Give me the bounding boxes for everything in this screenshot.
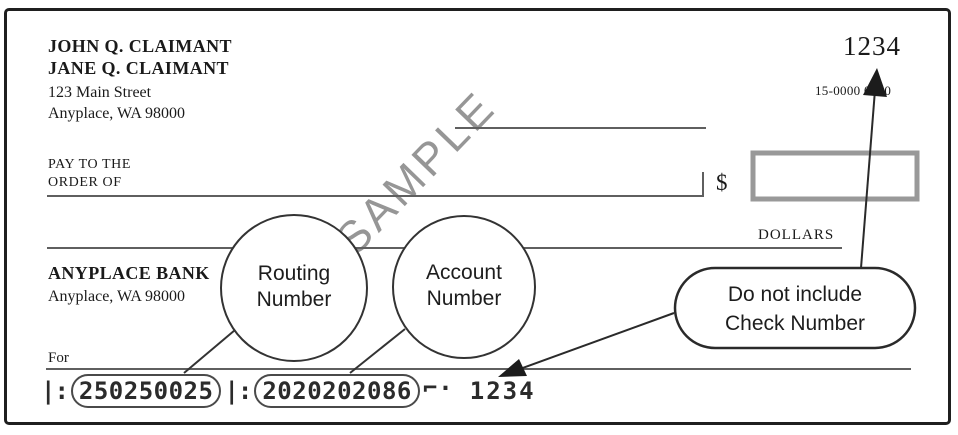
routing-callout-label: Routing Number (219, 261, 369, 313)
note-label-line1: Do not include (727, 283, 863, 306)
pay-to-label-line1: PAY TO THE (48, 157, 132, 172)
payer-address-2: Anyplace, WA 98000 (48, 105, 186, 122)
micr-routing-number: 250250025 (70, 374, 222, 408)
payer-name-1: JOHN Q. CLAIMANT (48, 36, 232, 56)
account-callout-label: Account Number (389, 260, 539, 312)
micr-transit-symbol-2: |: (224, 377, 252, 405)
routing-label-line1: Routing (257, 262, 331, 285)
account-label-line1: Account (426, 261, 502, 284)
figure-border (4, 8, 951, 425)
micr-on-us-symbol: ⌐· (422, 374, 454, 402)
pay-to-label-line2: ORDER OF (48, 175, 122, 190)
micr-line: |: 250250025 |: 2020202086 ⌐· 1234 (38, 374, 536, 408)
note-callout-label: Do not include Check Number (676, 280, 914, 338)
micr-check-number: 1234 (469, 377, 536, 405)
dollar-sign: $ (716, 170, 728, 195)
micr-account-number: 2020202086 (254, 374, 420, 408)
dollars-label: DOLLARS (758, 227, 835, 243)
memo-label: For (48, 350, 69, 366)
note-label-line2: Check Number (724, 312, 866, 335)
payer-name-2: JANE Q. CLAIMANT (48, 58, 229, 78)
payer-address-1: 123 Main Street (48, 84, 152, 101)
micr-transit-symbol-1: |: (41, 377, 69, 405)
bank-address: Anyplace, WA 98000 (48, 288, 186, 305)
routing-label-line2: Number (256, 288, 332, 311)
bank-name: ANYPLACE BANK (48, 263, 210, 283)
account-label-line2: Number (426, 287, 502, 310)
check-number: 1234 (843, 31, 901, 61)
fraction-code: 15-0000 0000 (815, 83, 892, 98)
